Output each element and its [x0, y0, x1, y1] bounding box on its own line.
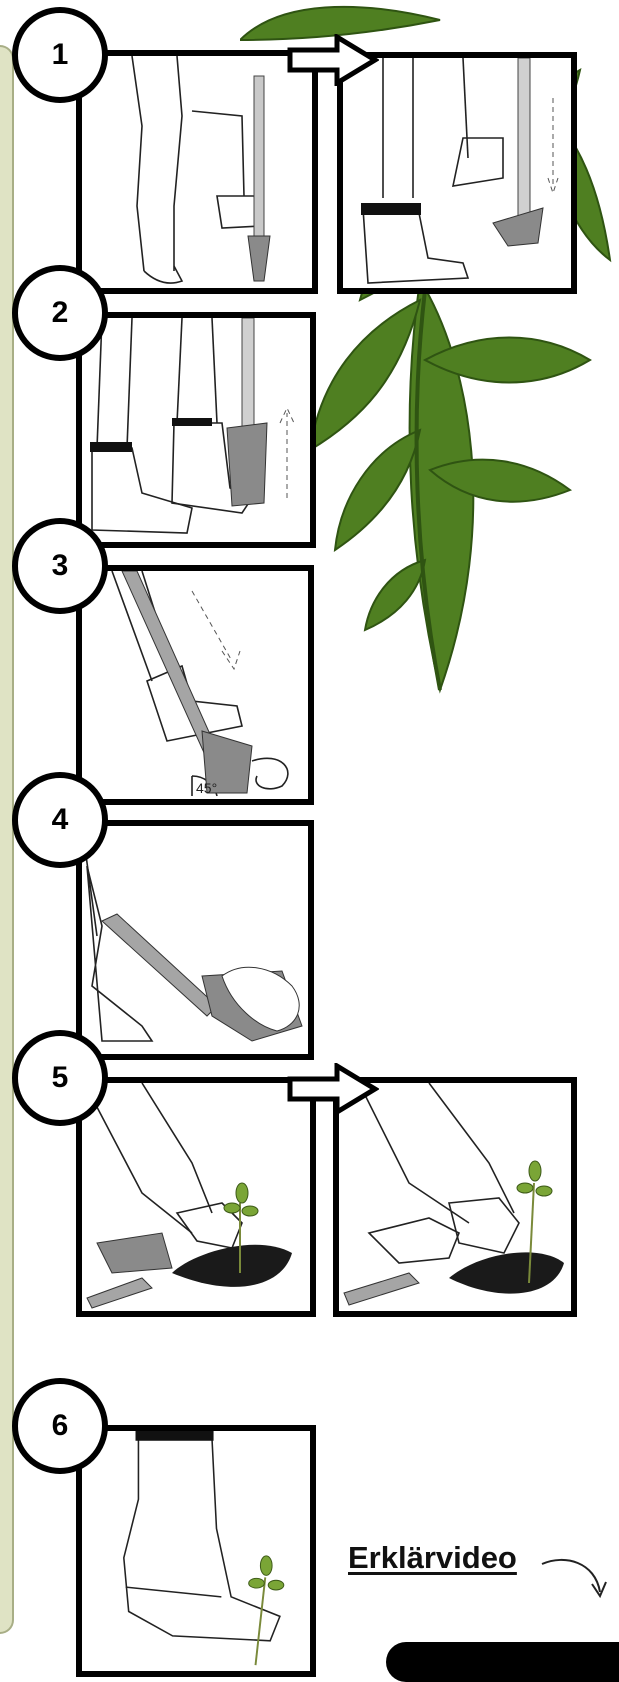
step-6-number-text: 6 [52, 1409, 69, 1443]
step-1-panel [76, 50, 318, 294]
step-5-illustration [82, 1083, 310, 1311]
step-2-panel [76, 312, 316, 548]
step-1-number: 1 [12, 7, 108, 103]
step-5-followup-illustration [339, 1083, 571, 1311]
step-2-illustration [82, 318, 310, 542]
step-4-panel [76, 820, 314, 1060]
left-sidebar [0, 45, 14, 1634]
curved-arrow-icon [540, 1552, 610, 1612]
step-3-panel: 45° [76, 565, 314, 805]
step-6-number: 6 [12, 1378, 108, 1474]
step-6-panel [76, 1425, 316, 1677]
step-3-angle-label: 45° [196, 780, 217, 796]
step-2-number-text: 2 [52, 296, 69, 330]
explainer-video-link[interactable]: Erklärvideo [348, 1540, 517, 1576]
step-3-number: 3 [12, 518, 108, 614]
step-1-number-text: 1 [52, 38, 69, 72]
step-3-number-text: 3 [52, 549, 69, 583]
step-1-illustration [82, 56, 312, 288]
step-4-number: 4 [12, 772, 108, 868]
step-5-panel [76, 1077, 316, 1317]
step-5-number: 5 [12, 1030, 108, 1126]
video-button[interactable] [386, 1642, 619, 1682]
step-1-followup-panel [337, 52, 577, 294]
step-2-number: 2 [12, 265, 108, 361]
step-5-arrow-icon [287, 1063, 379, 1115]
step-4-illustration [82, 826, 308, 1054]
step-6-illustration [82, 1431, 310, 1671]
step-1-followup-illustration [343, 58, 571, 288]
step-3-illustration: 45° [82, 571, 308, 799]
step-1-arrow-icon [287, 34, 379, 86]
step-4-number-text: 4 [52, 803, 69, 837]
step-5-number-text: 5 [52, 1061, 69, 1095]
